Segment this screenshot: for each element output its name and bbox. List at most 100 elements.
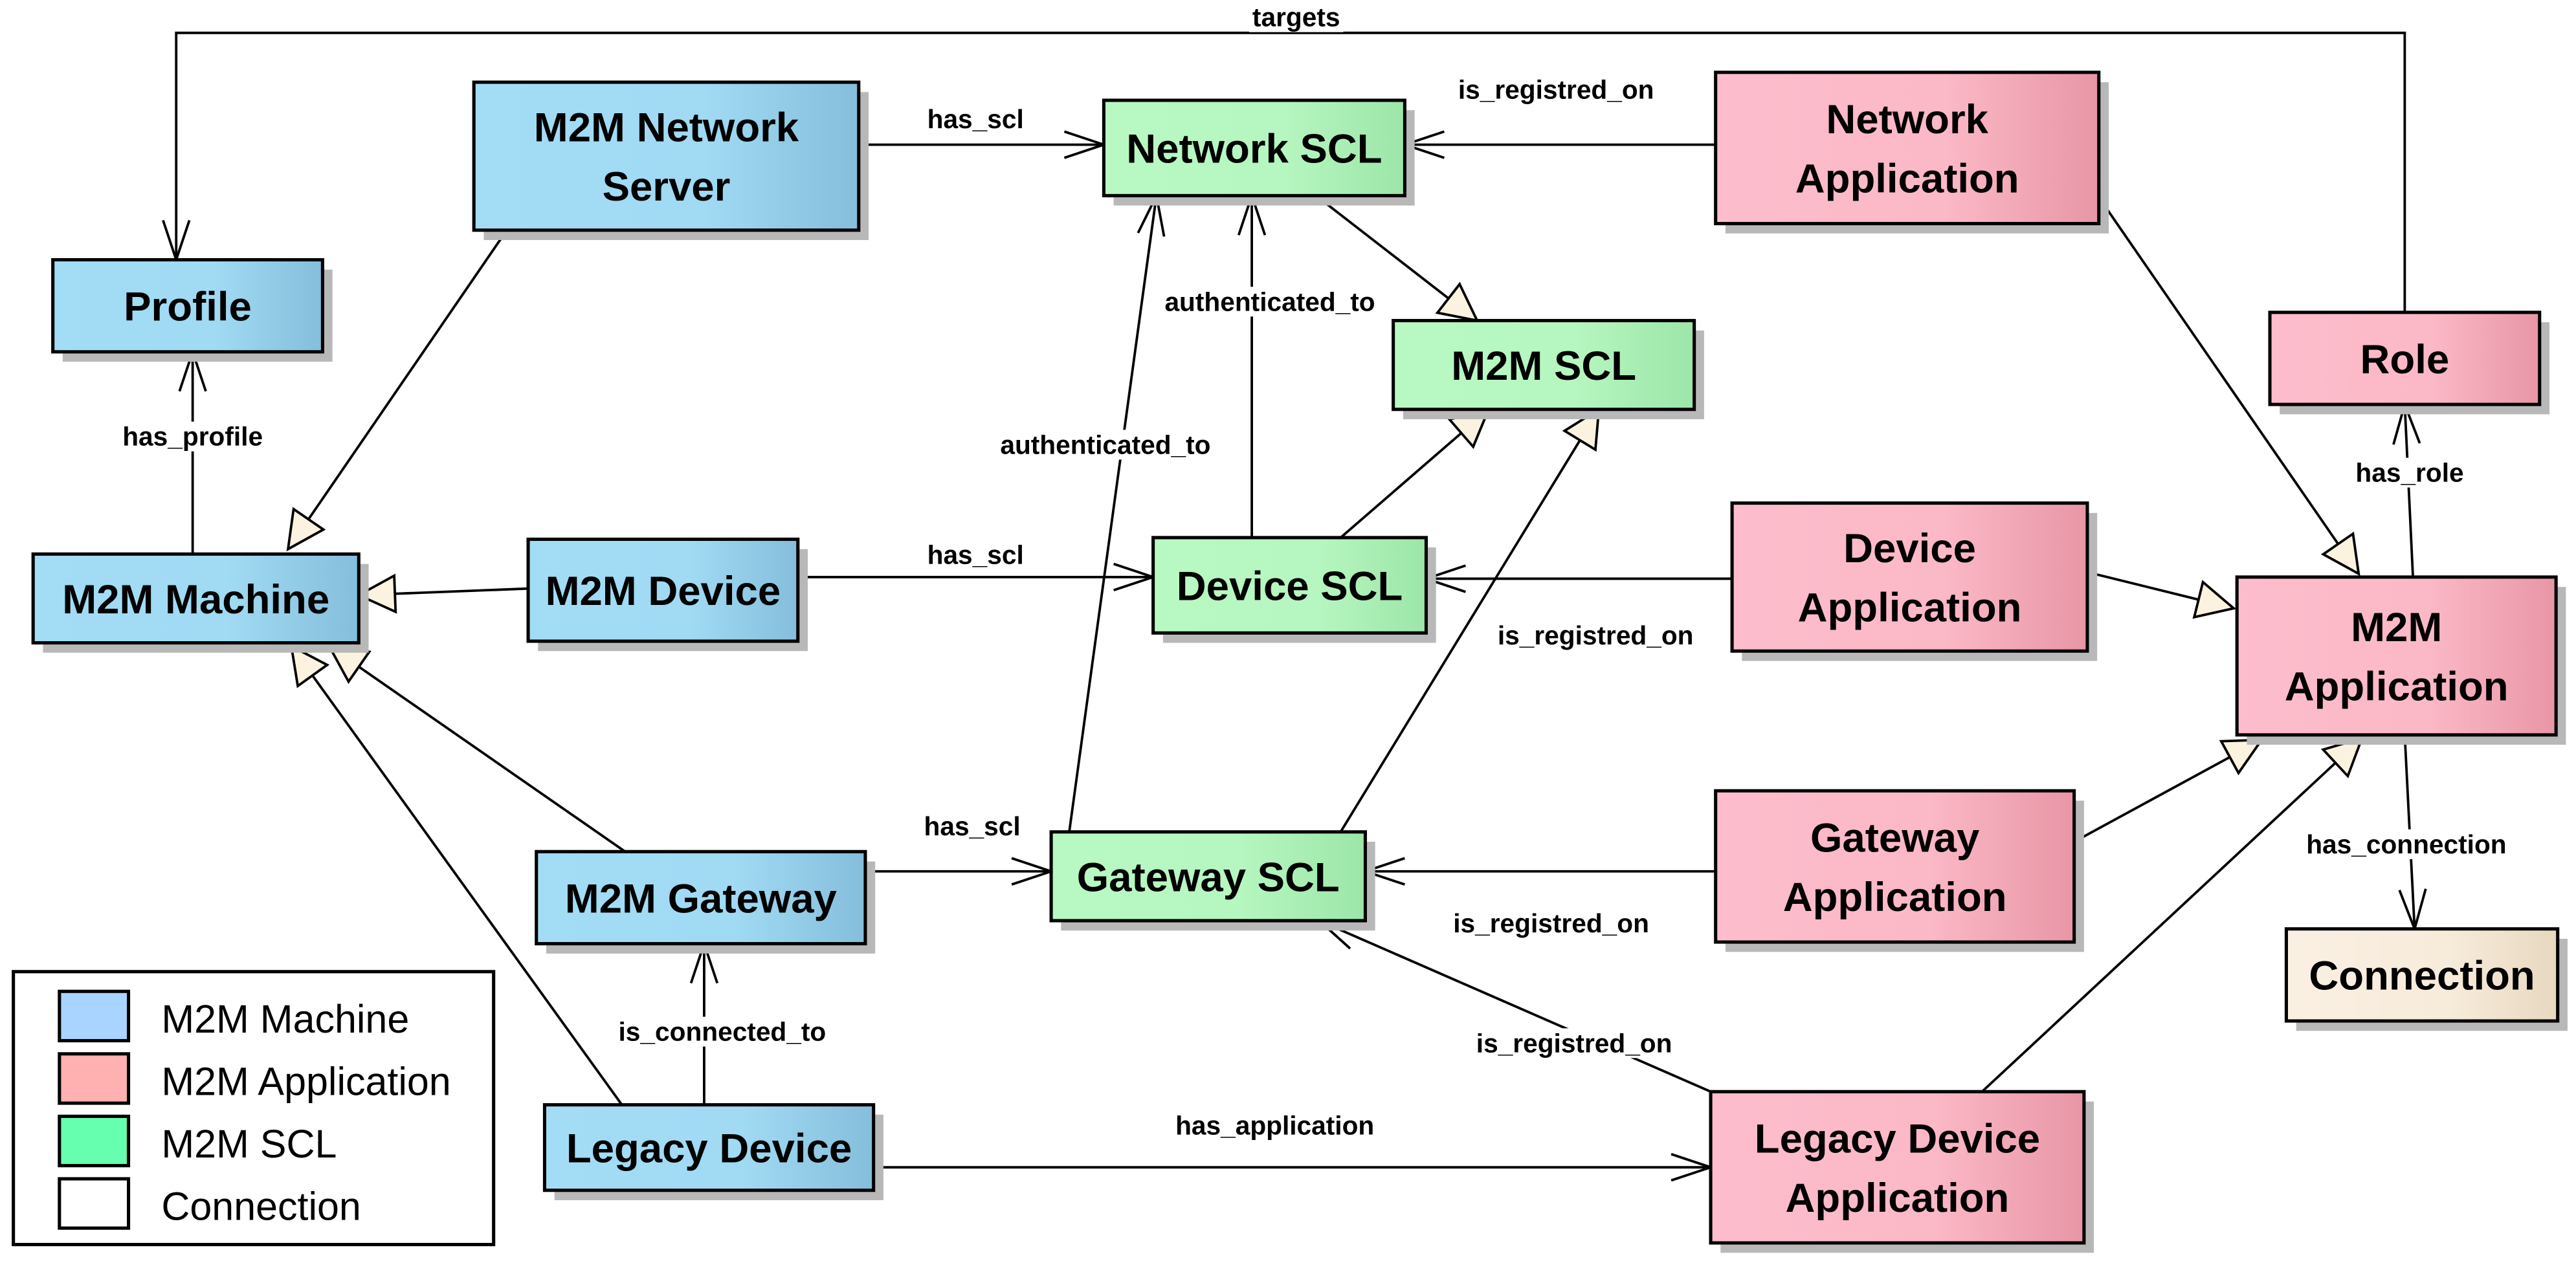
generalization-device-app-is-m2m-app <box>2087 571 2237 619</box>
hollow-triangle-icon <box>289 644 330 688</box>
node-label: Gateway SCL <box>1077 854 1340 900</box>
node-label: M2M Machine <box>62 576 329 622</box>
generalization-legacy-is-machine <box>289 644 623 1106</box>
label-background <box>2352 457 2467 488</box>
node-box <box>1714 71 2101 226</box>
legend-swatch <box>58 1052 131 1105</box>
node-box <box>2235 575 2558 737</box>
node-label: Profile <box>124 284 252 330</box>
legend-label: Connection <box>161 1184 361 1228</box>
node-box <box>2284 927 2560 1023</box>
node-box <box>542 1103 876 1192</box>
node-label: M2M Network <box>534 105 799 151</box>
label-background <box>924 540 1027 570</box>
edge-device-authenticated: authenticated_to <box>1161 192 1379 538</box>
node-m2m-scl[interactable]: M2M SCL <box>1392 318 1704 419</box>
edge-line <box>1339 408 1600 833</box>
node-m2m-device[interactable]: M2M Device <box>526 537 808 652</box>
node-label: Network <box>1826 96 1988 142</box>
node-role[interactable]: Role <box>2268 311 2549 415</box>
edge-line <box>2098 196 2360 575</box>
legend-swatch <box>58 1114 131 1168</box>
legend-swatch <box>58 1177 131 1230</box>
label-background <box>1454 74 1658 105</box>
generalization-network-app-is-m2m-app <box>2098 196 2360 576</box>
generalization-gateway-scl-is-m2m-scl <box>1339 407 1601 833</box>
edge-label: has_scl <box>927 104 1024 134</box>
label-background <box>2303 829 2510 859</box>
edge-line <box>175 31 2406 313</box>
node-box <box>51 258 324 354</box>
edge-gateway-authenticated: authenticated_to <box>997 192 1214 833</box>
hollow-triangle-icon <box>2219 738 2265 776</box>
legend-item: M2M SCL <box>58 1114 337 1168</box>
label-background <box>1494 620 1697 651</box>
node-gateway-scl[interactable]: Gateway SCL <box>1049 830 1375 931</box>
node-label: Server <box>603 164 731 210</box>
generalization-device-scl-is-m2m-scl <box>1340 407 1491 539</box>
edge-label: has_application <box>1175 1110 1374 1140</box>
edge-label: is_connected_to <box>619 1016 827 1046</box>
edge-has-role: has_role <box>2352 400 2467 578</box>
legend-item: M2M Machine <box>58 989 409 1043</box>
node-box <box>31 552 361 645</box>
node-box <box>1151 536 1428 635</box>
edge-network-app-registered: is_registred_on <box>1401 74 1716 159</box>
node-connection[interactable]: Connection <box>2284 927 2568 1031</box>
generalization-device-is-machine <box>356 573 529 614</box>
edge-line <box>290 645 623 1106</box>
edge-label: has_profile <box>122 422 263 452</box>
node-label: Device <box>1843 525 1976 571</box>
node-box <box>1730 501 2089 653</box>
node-label: Legacy Device <box>566 1126 852 1172</box>
generalization-network-scl-is-m2m-scl <box>1315 194 1480 323</box>
edge-line <box>1068 195 1158 833</box>
edge-has-profile: has_profile <box>119 347 267 554</box>
node-label: M2M Gateway <box>565 875 837 921</box>
label-background <box>924 104 1027 135</box>
generalization-server-is-machine <box>286 229 508 552</box>
edge-label: targets <box>1252 3 1340 32</box>
node-label: Network SCL <box>1126 126 1382 172</box>
node-network-scl[interactable]: Network SCL <box>1102 98 1415 206</box>
node-m2m-machine[interactable]: M2M Machine <box>31 552 369 653</box>
edge-label: authenticated_to <box>1000 430 1210 459</box>
edge-line <box>1318 919 1711 1093</box>
label-background <box>1472 1028 1676 1058</box>
node-legacy-device[interactable]: Legacy Device <box>542 1103 883 1200</box>
label-background <box>1450 908 1652 938</box>
label-background <box>1172 1110 1378 1141</box>
node-device-scl[interactable]: Device SCL <box>1151 536 1436 643</box>
edge-device-app-registered: is_registred_on <box>1422 564 1733 651</box>
label-background <box>920 811 1024 841</box>
edge-has-application: has_application <box>873 1110 1715 1182</box>
node-label: Device SCL <box>1177 563 1403 609</box>
node-m2m-gateway[interactable]: M2M Gateway <box>535 850 876 954</box>
node-box <box>1102 98 1406 197</box>
edge-label: has_connection <box>2306 829 2506 859</box>
node-profile[interactable]: Profile <box>51 258 333 362</box>
legend-swatch <box>58 989 131 1043</box>
edge-gateway-app-registered: is_registred_on <box>1361 857 1716 938</box>
node-box <box>1709 1090 2086 1245</box>
edge-label: is_registred_on <box>1476 1028 1672 1058</box>
edge-line <box>328 645 627 853</box>
node-box <box>472 80 861 232</box>
node-label: Application <box>1795 155 2019 201</box>
node-label: Application <box>1786 1175 2010 1221</box>
edge-label: has_role <box>2355 458 2463 488</box>
generalization-gateway-is-machine <box>327 644 627 853</box>
node-box <box>2268 311 2542 406</box>
edge-label: is_registred_on <box>1498 620 1694 650</box>
edge-legacy-app-registered: is_registred_on <box>1315 919 1711 1093</box>
node-label: Legacy Device <box>1755 1115 2040 1161</box>
legend-label: M2M Application <box>161 1059 450 1103</box>
